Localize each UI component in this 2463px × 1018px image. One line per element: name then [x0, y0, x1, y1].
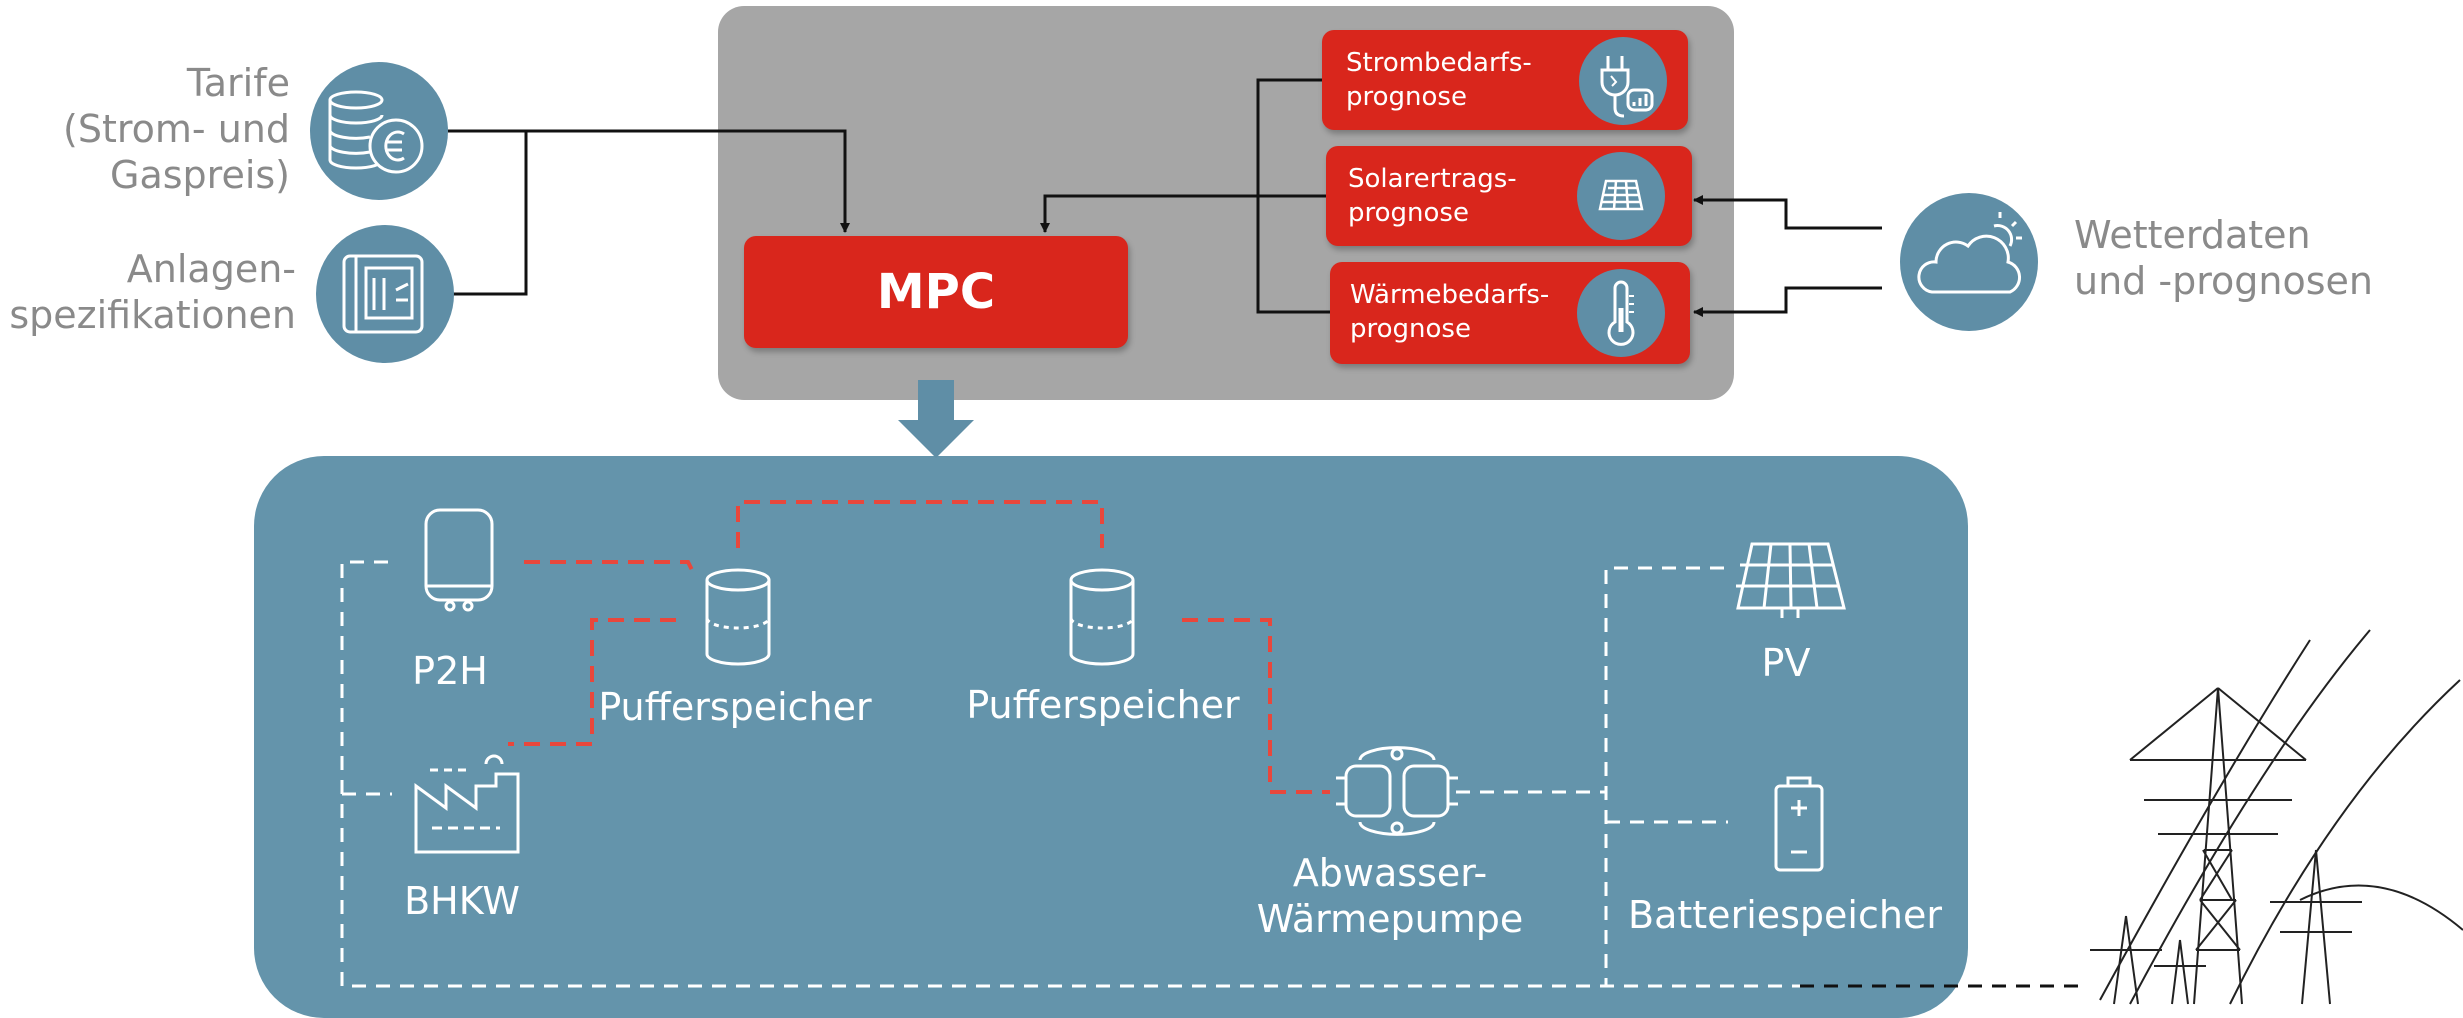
solar-panel-icon — [1577, 152, 1665, 240]
blueprint-icon — [316, 225, 454, 363]
specs-label: Anlagen- spezifikationen — [0, 246, 296, 338]
plug-icon — [1579, 37, 1667, 125]
weather-line1: Wetterdaten — [2074, 213, 2311, 257]
thermometer-icon — [1577, 269, 1665, 357]
battery-label: Batteriespeicher — [1628, 893, 1942, 937]
heat-pump-line2: Wärmepumpe — [1256, 897, 1524, 941]
buffer-tank-1-icon — [705, 568, 771, 666]
weather-connectors — [1693, 195, 1882, 317]
forecast-heat-line2: prognose — [1350, 314, 1471, 344]
forecast-solar-line1: Solarertrags- — [1348, 164, 1517, 194]
power-pylons-icon — [2090, 629, 2463, 1005]
forecast-electricity-line1: Strombedarfs- — [1346, 48, 1532, 78]
plant-panel — [254, 456, 1968, 1018]
control-arrow — [898, 380, 974, 458]
specs-line1: Anlagen- — [126, 247, 296, 291]
buffer-1-label: Pufferspeicher — [598, 685, 872, 729]
boiler-icon — [424, 508, 494, 612]
bhkw-label: BHKW — [404, 879, 520, 923]
buffer-2-label: Pufferspeicher — [966, 683, 1240, 727]
mpc-label: MPC — [876, 264, 996, 320]
tariff-line3: Gaspreis) — [110, 153, 290, 197]
forecast-electricity: Strombedarfs- prognose — [1322, 30, 1688, 130]
heat-pump-icon — [1336, 746, 1458, 836]
buffer-tank-2-icon — [1069, 568, 1135, 666]
electric-connectors — [340, 560, 1800, 988]
heat-pump-label: Abwasser- Wärmepumpe — [1240, 850, 1540, 942]
coins-euro-icon — [310, 62, 448, 200]
weather-cloud-icon — [1900, 193, 2038, 331]
heat-pump-line1: Abwasser- — [1292, 851, 1488, 895]
forecast-connectors — [1040, 78, 1330, 314]
p2h-label: P2H — [412, 649, 488, 693]
forecast-solar: Solarertrags- prognose — [1326, 146, 1692, 246]
mpc-box: MPC — [744, 236, 1128, 348]
weather-line2: und -prognosen — [2074, 259, 2373, 303]
forecast-electricity-line2: prognose — [1346, 82, 1467, 112]
tariff-line1: Tarife — [186, 61, 290, 105]
input-connectors — [448, 129, 850, 296]
forecast-heat: Wärmebedarfs- prognose — [1330, 262, 1690, 364]
factory-icon — [414, 754, 520, 854]
forecast-solar-line2: prognose — [1348, 198, 1469, 228]
battery-icon — [1774, 776, 1824, 872]
heat-connectors — [508, 500, 1330, 794]
pv-panel-icon — [1736, 542, 1846, 618]
specs-line2: spezifikationen — [9, 293, 296, 337]
weather-label: Wetterdaten und -prognosen — [2074, 212, 2374, 304]
tariff-label: Tarife (Strom- und Gaspreis) — [20, 60, 290, 198]
forecast-heat-line1: Wärmebedarfs- — [1350, 280, 1550, 310]
tariff-line2: (Strom- und — [63, 107, 290, 151]
pv-label: PV — [1761, 641, 1811, 685]
